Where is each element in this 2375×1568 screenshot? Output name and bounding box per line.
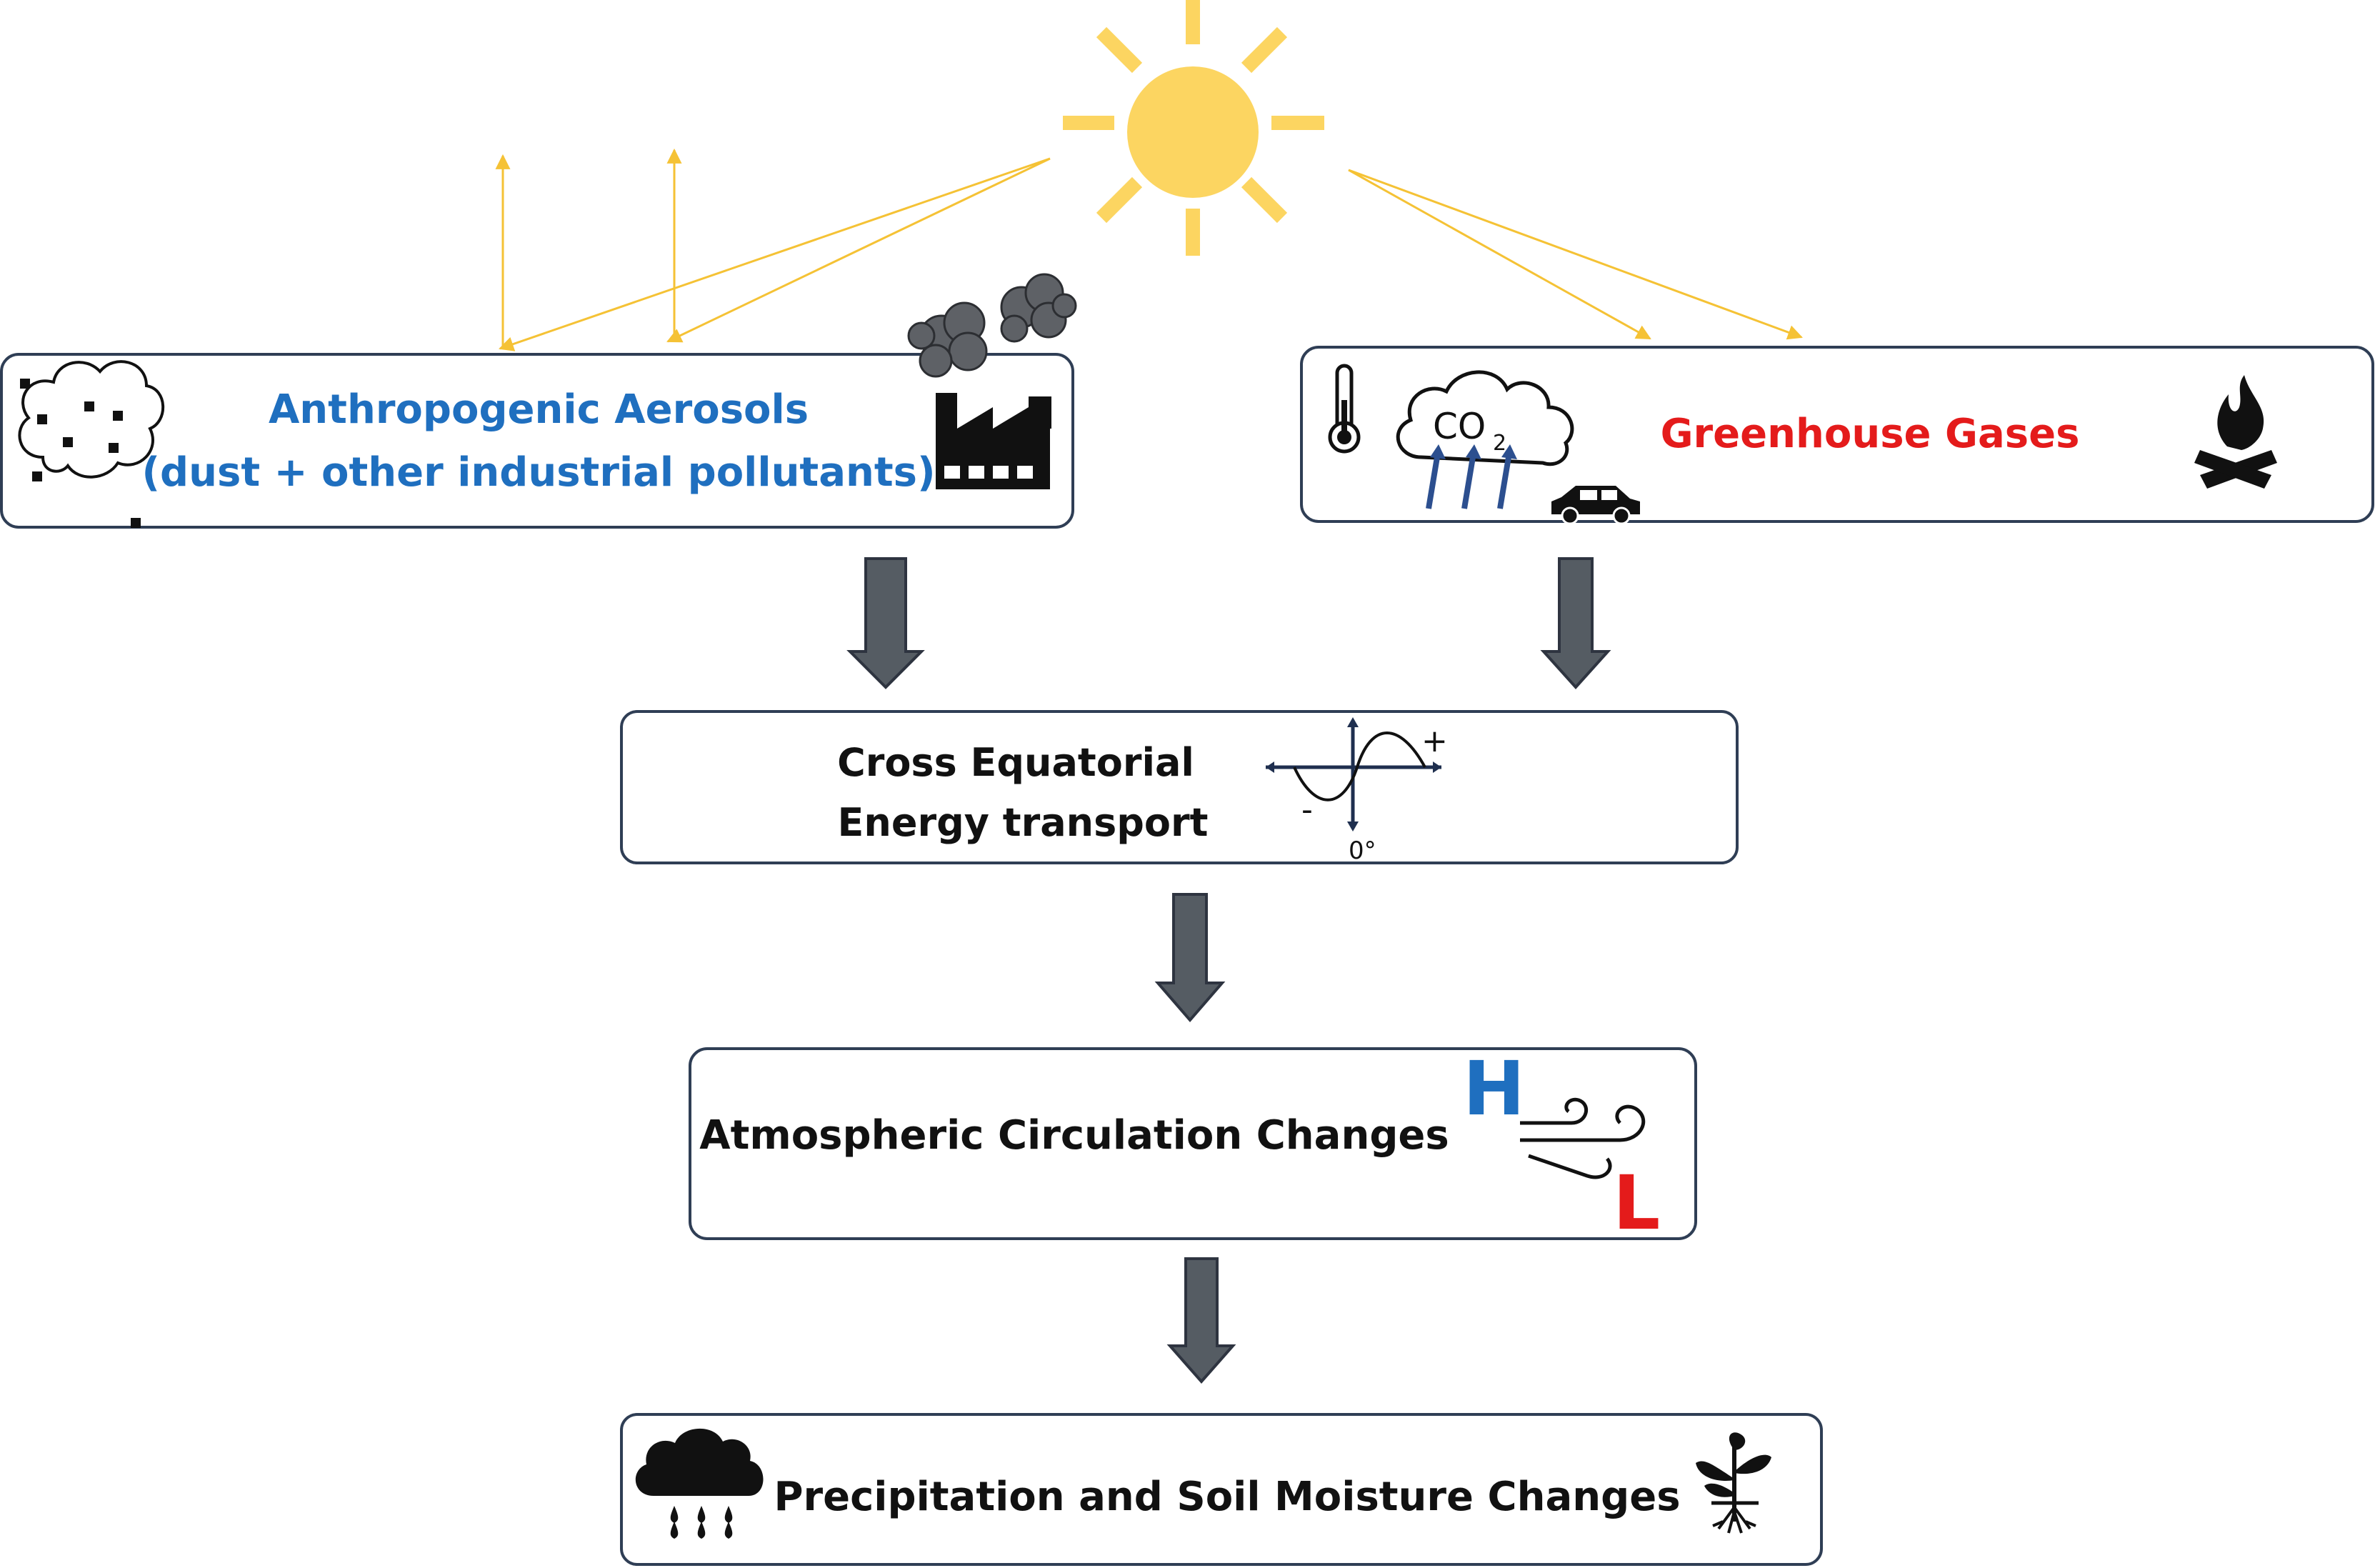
thermometer-icon xyxy=(1328,364,1361,454)
smoke-icon xyxy=(907,273,1077,378)
co2-cloud-icon: CO 2 xyxy=(1396,370,1574,509)
circulation-label: Atmospheric Circulation Changes xyxy=(699,1112,1449,1159)
aerosols-box: Anthropogenic Aerosols (dust + other ind… xyxy=(0,353,1074,529)
rain-cloud-icon xyxy=(635,1428,764,1539)
aerosols-line1: Anthropogenic Aerosols xyxy=(269,386,809,433)
greenhouse-box: Greenhouse Gases xyxy=(1300,346,2374,523)
energy-zero: 0° xyxy=(1349,837,1376,865)
aerosols-line2: (dust + other industrial pollutants) xyxy=(141,449,935,496)
car-icon xyxy=(1551,486,1640,525)
precipitation-box: Precipitation and Soil Moisture Changes xyxy=(620,1413,1823,1566)
down-arrow-greenhouse xyxy=(1540,557,1611,689)
precipitation-label: Precipitation and Soil Moisture Changes xyxy=(774,1474,1680,1520)
co2-subscript: 2 xyxy=(1493,431,1506,456)
factory-icon xyxy=(936,393,1051,489)
greenhouse-label: Greenhouse Gases xyxy=(1661,411,2080,457)
energy-line2: Energy transport xyxy=(838,800,1209,845)
wind-icon xyxy=(1520,1097,1646,1179)
energy-transport-box: Cross Equatorial Energy transport xyxy=(620,710,1739,864)
plant-icon xyxy=(1696,1432,1771,1534)
circulation-box: Atmospheric Circulation Changes H L xyxy=(689,1045,1697,1247)
energy-plus: + xyxy=(1421,723,1448,759)
sun-icon xyxy=(1063,0,1324,256)
low-pressure-label: L xyxy=(1613,1159,1660,1247)
energy-line1: Cross Equatorial xyxy=(837,740,1194,785)
high-pressure-label: H xyxy=(1463,1045,1525,1132)
co2-label: CO xyxy=(1433,406,1486,447)
aerosol-cloud-icon xyxy=(18,360,165,528)
energy-minus: - xyxy=(1301,792,1313,828)
sunlight-rays xyxy=(495,148,1803,351)
campfire-icon xyxy=(2194,375,2277,489)
down-arrow-energy xyxy=(1154,893,1226,1023)
down-arrow-circulation xyxy=(1166,1257,1236,1384)
down-arrow-aerosols xyxy=(846,557,925,689)
sine-wave-icon: + - 0° xyxy=(1266,717,1448,865)
